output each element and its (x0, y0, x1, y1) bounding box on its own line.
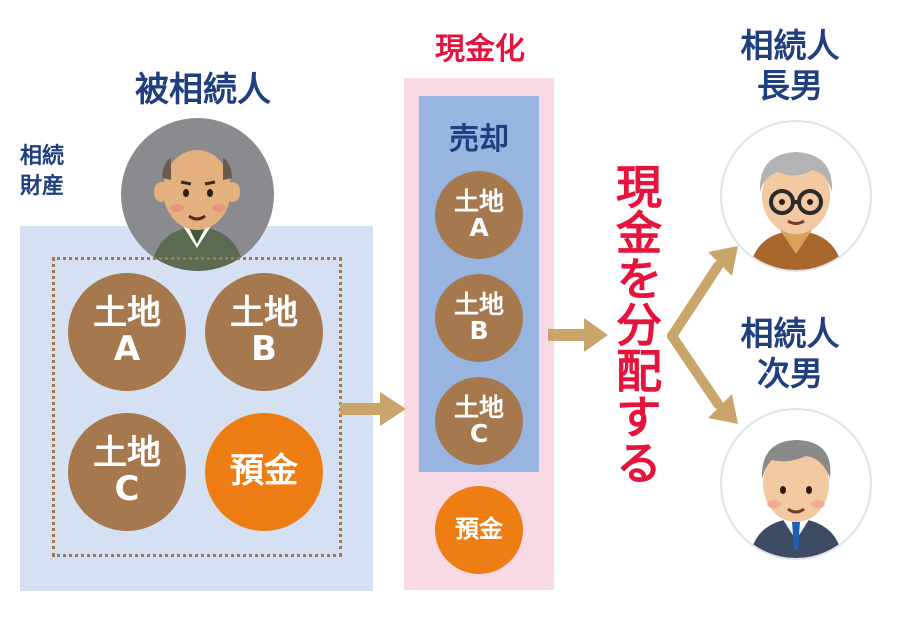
estate-land-c-line1: 土地 (93, 433, 161, 474)
estate-box (20, 226, 373, 591)
estate-land-b-line2: B (251, 329, 277, 369)
conversion-title: 現金化 (435, 32, 525, 67)
arrow-icon (548, 318, 608, 352)
sale-land-c-line2: C (469, 419, 489, 448)
estate-land-a-line2: A (113, 329, 141, 369)
estate-land-a-line1: 土地 (93, 293, 161, 334)
heir-second-title: 相続人 次男 (705, 314, 875, 394)
sale-land-b-line1: 土地 (453, 289, 504, 319)
estate-label: 相続 財産 (20, 142, 90, 202)
heir-eldest-avatar-icon (720, 120, 872, 272)
estate-label-line1: 相続 (20, 144, 65, 169)
sale-land-c: 土地 C (435, 377, 523, 465)
heir-second-line2: 次男 (757, 354, 823, 393)
heir-eldest-title: 相続人 長男 (705, 26, 875, 106)
sale-land-a: 土地 A (435, 171, 523, 259)
estate-deposit: 預金 (205, 413, 323, 531)
sale-land-b-line2: B (469, 316, 489, 345)
sale-label: 売却 (449, 122, 509, 157)
estate-land-b-line1: 土地 (230, 293, 298, 334)
sale-land-c-line1: 土地 (453, 392, 504, 422)
conversion-deposit-label: 預金 (455, 515, 503, 544)
estate-deposit-label: 預金 (230, 451, 298, 492)
heir-eldest-line1: 相続人 (740, 26, 840, 65)
heir-eldest-line2: 長男 (757, 66, 823, 105)
sale-land-a-line2: A (469, 213, 489, 242)
sale-land-a-line1: 土地 (453, 186, 504, 216)
distribution-label: 現金を分配する (609, 163, 663, 485)
split-arrow-icon (667, 246, 738, 424)
heir-second-avatar-icon (720, 408, 872, 560)
sale-land-b: 土地 B (435, 274, 523, 362)
estate-land-a: 土地 A (68, 273, 186, 391)
deceased-avatar-icon (121, 118, 274, 271)
conversion-deposit: 預金 (435, 486, 523, 574)
estate-label-line2: 財産 (20, 174, 65, 199)
heir-second-line1: 相続人 (740, 314, 840, 353)
deceased-title: 被相続人 (135, 70, 271, 110)
estate-land-c: 土地 C (68, 413, 186, 531)
arrow-icon (340, 392, 406, 426)
estate-land-b: 土地 B (205, 273, 323, 391)
estate-land-c-line2: C (114, 469, 140, 509)
